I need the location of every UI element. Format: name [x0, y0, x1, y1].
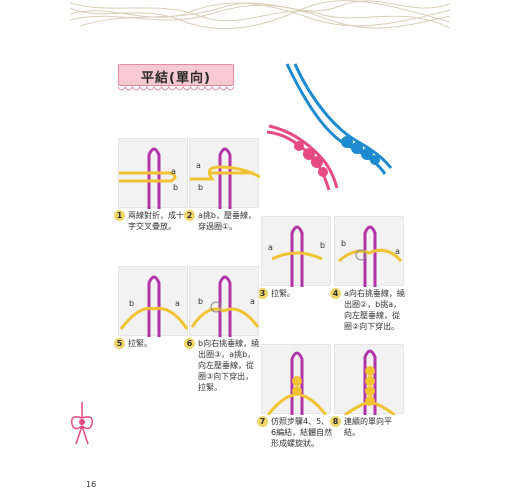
pink-knot-decoration: [70, 402, 94, 445]
label-b: b: [198, 297, 204, 306]
decorative-rope-border: [70, 0, 450, 30]
label-a: a: [395, 247, 400, 256]
step-3-number: 3: [257, 288, 268, 299]
step-5-caption: 拉緊。: [128, 339, 152, 348]
page-number: 16: [86, 480, 97, 489]
step-4-photo: a b: [334, 216, 404, 287]
step-2-number: 2: [184, 210, 195, 221]
page-title: 平結(單向): [141, 71, 211, 86]
step-2-caption: a挑b，壓垂線，穿過圈①。: [198, 211, 256, 231]
step-8-photo: [334, 344, 404, 417]
step-4-caption: a向右挑垂線，繞出圈②，b挑a，向左壓垂線，從圈②向下穿出。: [344, 289, 405, 331]
step-3-caption: 拉緊。: [271, 289, 295, 298]
step-6-photo: a b: [189, 266, 260, 337]
label-b: b: [198, 183, 204, 192]
label-a: a: [175, 299, 180, 308]
step-8-number: 8: [330, 416, 341, 427]
step-7-caption: 仿照步驟4、5、6編結，結體自然形成螺旋狀。: [271, 417, 333, 448]
label-a: a: [268, 243, 273, 252]
label-a: a: [171, 167, 176, 176]
title-scallop-decoration: [118, 86, 234, 91]
step-3-photo: a b: [261, 216, 331, 287]
label-b: b: [129, 299, 135, 308]
label-b: b: [341, 239, 347, 248]
step-7-photo: [261, 344, 331, 416]
step-5-photo: a b: [118, 266, 189, 337]
step-1-caption: 兩線對折，成十字交叉疊放。: [128, 211, 184, 231]
step-5-number: 5: [114, 338, 125, 349]
finished-knot-photo: [266, 63, 393, 191]
step-1-photo: a b: [118, 138, 188, 209]
step-8-caption: 連續的單向平結。: [344, 417, 392, 437]
label-a: a: [196, 161, 201, 170]
section-title-box: 平結(單向): [118, 64, 234, 86]
label-b: b: [320, 241, 326, 250]
step-6-number: 6: [184, 338, 195, 349]
step-7-number: 7: [257, 416, 268, 427]
step-4-number: 4: [330, 288, 341, 299]
step-2-photo: a b: [189, 138, 261, 209]
step-1-number: 1: [114, 210, 125, 221]
step-6-caption: b向右挑垂線，繞出圈③，a挑b，向左壓垂線，從圈③向下穿出，拉緊。: [198, 339, 260, 392]
label-a: a: [250, 297, 255, 306]
label-b: b: [173, 183, 179, 192]
